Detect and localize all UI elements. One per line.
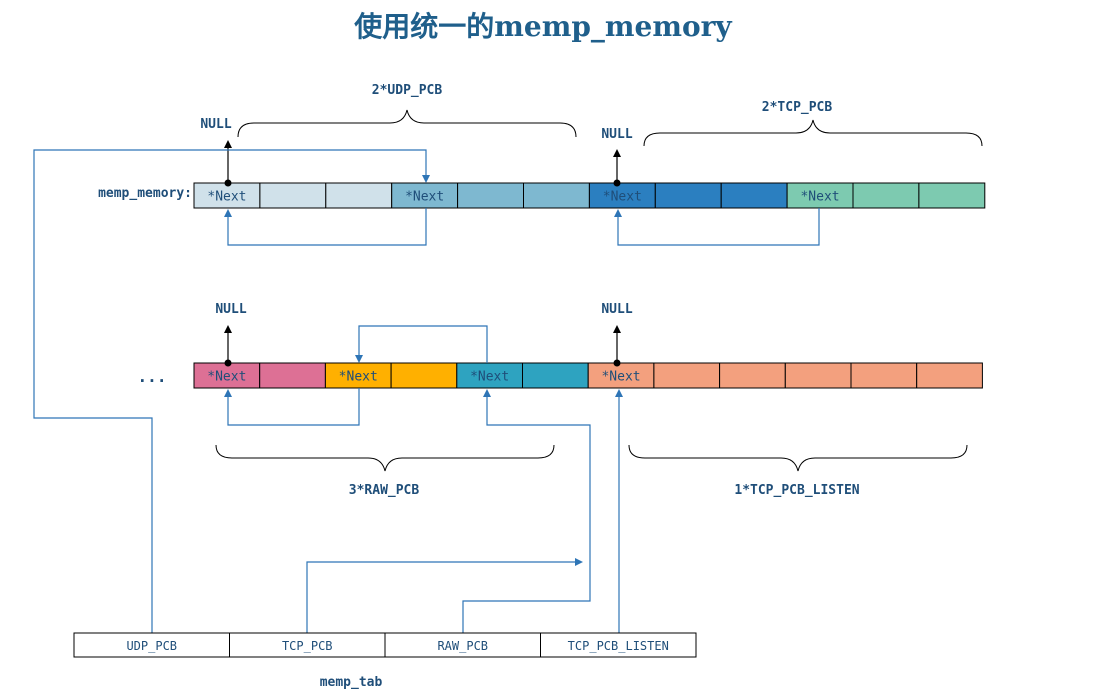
brace-udp [237,109,577,138]
link-udp-next [224,208,427,246]
row2-cell-1 [259,362,326,389]
row2-cell-11 [916,362,983,389]
null-dot-udp [224,179,232,187]
ellipsis-label: ... [138,367,167,386]
row1-cell-1 [259,182,327,209]
row1-cell-10 [852,182,920,209]
row2-cell-label-2: *Next [339,370,378,385]
row2-cell-5 [522,362,589,389]
row1-cell-4 [457,182,525,209]
row1-cell-7 [654,182,722,209]
row2-cell-6 [587,362,655,389]
null-dot-tcp [613,179,621,187]
memp-tab-cell-3 [540,632,697,658]
row2-cell-label-6: *Next [601,370,640,385]
null-label-raw: NULL [215,302,246,317]
null-dot-raw [224,359,232,367]
row2-cell-label-4: *Next [470,370,509,385]
memp-memory-row-2: *Next *Next *Next *Next [193,362,983,389]
brace-label-udp: 2*UDP_PCB [372,83,443,98]
null-dot-listen [613,359,621,367]
link-tab-udp [33,149,228,633]
row1-cell-label-6: *Next [603,190,642,205]
row1-cell-label-9: *Next [800,190,839,205]
null-label-listen: NULL [601,302,632,317]
row2-cell-4 [456,362,523,389]
null-label-udp: NULL [200,117,231,132]
memp-tab-table: UDP_PCB TCP_PCB RAW_PCB TCP_PCB_LISTEN [73,632,697,658]
row2-cell-10 [850,362,918,389]
row2-cell-7 [653,362,721,389]
brace-listen [628,444,968,472]
row2-cell-label-0: *Next [207,370,246,385]
brace-label-listen: 1*TCP_PCB_LISTEN [734,483,859,498]
link-tcp-next [614,208,820,246]
null-label-tcp: NULL [601,127,632,142]
brace-label-raw: 3*RAW_PCB [349,483,420,498]
row1-cell-2 [325,182,393,209]
row1-cell-11 [918,182,986,209]
memp-tab-cell-2 [384,632,541,658]
row2-cell-8 [719,362,786,389]
row1-cell-0 [193,182,261,209]
memp-tab-label-1: TCP_PCB [282,639,333,653]
memp-memory-label: memp_memory: [98,186,192,201]
memp-tab-cell-0 [73,632,230,658]
memp-tab-label-0: UDP_PCB [126,639,177,653]
row1-cell-label-3: *Next [405,190,444,205]
link-udp-top [228,149,430,183]
link-raw-next-1 [224,388,360,426]
brace-label-tcp: 2*TCP_PCB [762,100,833,115]
link-tab-tcp [306,558,583,633]
memp-memory-row-1: *Next *Next *Next *Next [193,182,986,209]
row1-cell-8 [720,182,788,209]
row1-cell-label-0: *Next [207,190,246,205]
row2-cell-9 [784,362,852,389]
row2-cell-0 [193,362,261,389]
memp-tab-label-2: RAW_PCB [437,639,488,653]
row2-cell-2 [324,362,392,389]
row1-cell-6 [588,182,656,209]
memp-tab-label-3: TCP_PCB_LISTEN [568,639,669,653]
link-raw-next-2 [355,325,488,363]
brace-raw [215,444,555,472]
link-tab-raw [462,389,591,633]
row1-cell-5 [523,182,590,209]
brace-tcp [643,119,983,147]
row2-cell-3 [390,362,458,389]
memp-tab-label: memp_tab [320,675,383,690]
row1-cell-3 [391,182,459,209]
diagram-title: 使用统一的memp_memory [353,10,732,43]
